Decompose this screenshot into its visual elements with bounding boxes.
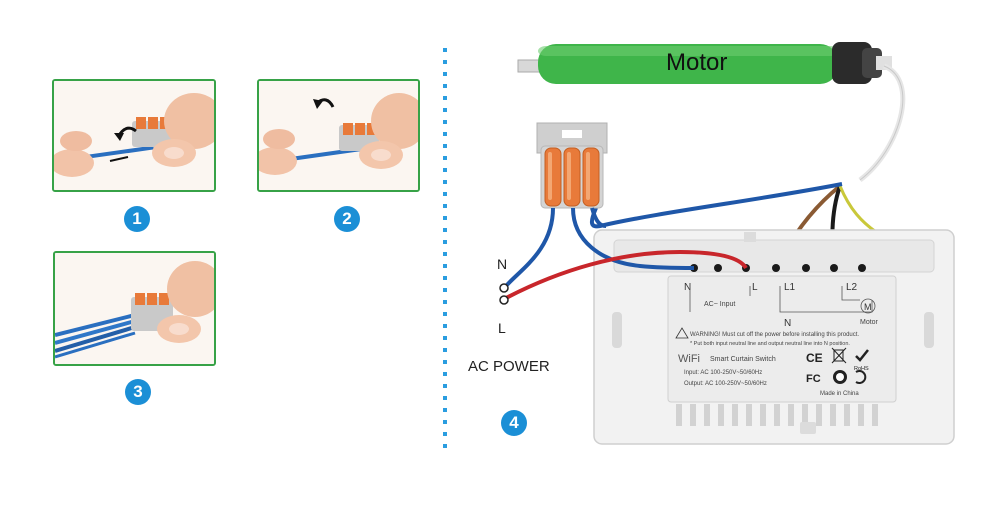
ac-power-caption: AC POWER <box>468 358 550 375</box>
panel-motor-label: Motor <box>860 319 879 326</box>
lever-connector <box>536 122 608 209</box>
step-2-badge: 2 <box>334 206 360 232</box>
ce-mark: CE <box>806 351 823 365</box>
step-2-photo <box>257 79 420 192</box>
rohs-mark: RoHS <box>854 366 869 372</box>
motor-symbol: M <box>864 302 872 312</box>
made-in-china: Made in China <box>820 391 859 397</box>
rohs-check-icon <box>855 349 869 362</box>
terminal-n-label: N <box>684 282 691 293</box>
output-spec: Output: AC 100-250V~50/60Hz <box>684 381 767 387</box>
neutral-terminal <box>499 283 509 293</box>
live-terminal <box>499 295 509 305</box>
terminal-l1-label: L1 <box>784 282 796 293</box>
step-1-photo <box>52 79 216 192</box>
wire-neutral-source <box>504 207 555 288</box>
step-3-badge: 3 <box>125 379 151 405</box>
recycle-icon <box>855 370 867 384</box>
wire-live <box>505 249 748 300</box>
warning-line-2: * Put both input neutral line and output… <box>690 341 850 347</box>
product-name: Smart Curtain Switch <box>710 356 776 363</box>
wire-neutral-panel <box>571 207 695 270</box>
neutral-label: N <box>497 256 508 272</box>
step-1-badge: 1 <box>124 206 150 232</box>
wee-bin-icon <box>831 347 847 364</box>
input-spec: Input: AC 100-250V~50/60Hz <box>684 370 762 376</box>
warning-line-1: WARNING! Must cut off the power before i… <box>690 332 859 338</box>
terminal-l-label: L <box>752 282 758 293</box>
fc-mark: FC <box>806 373 821 385</box>
terminal-l2-label: L2 <box>846 282 858 293</box>
section-divider <box>443 48 447 450</box>
neutral-bottom-label: N <box>784 318 791 329</box>
motor-shaft <box>517 59 541 73</box>
wire-motor-neutral <box>589 182 843 229</box>
step-3-photo <box>53 251 216 366</box>
step-4-badge: 4 <box>501 410 527 436</box>
brand-wifi: WiFi <box>678 353 700 365</box>
live-label: L <box>498 320 506 336</box>
warning-icon <box>675 327 689 339</box>
motor-end-cap <box>832 42 872 84</box>
terminal-holes <box>690 264 866 272</box>
wire-earth <box>838 185 877 234</box>
motor-label: Motor <box>666 49 728 76</box>
input-label: AC~ Input <box>704 301 735 308</box>
